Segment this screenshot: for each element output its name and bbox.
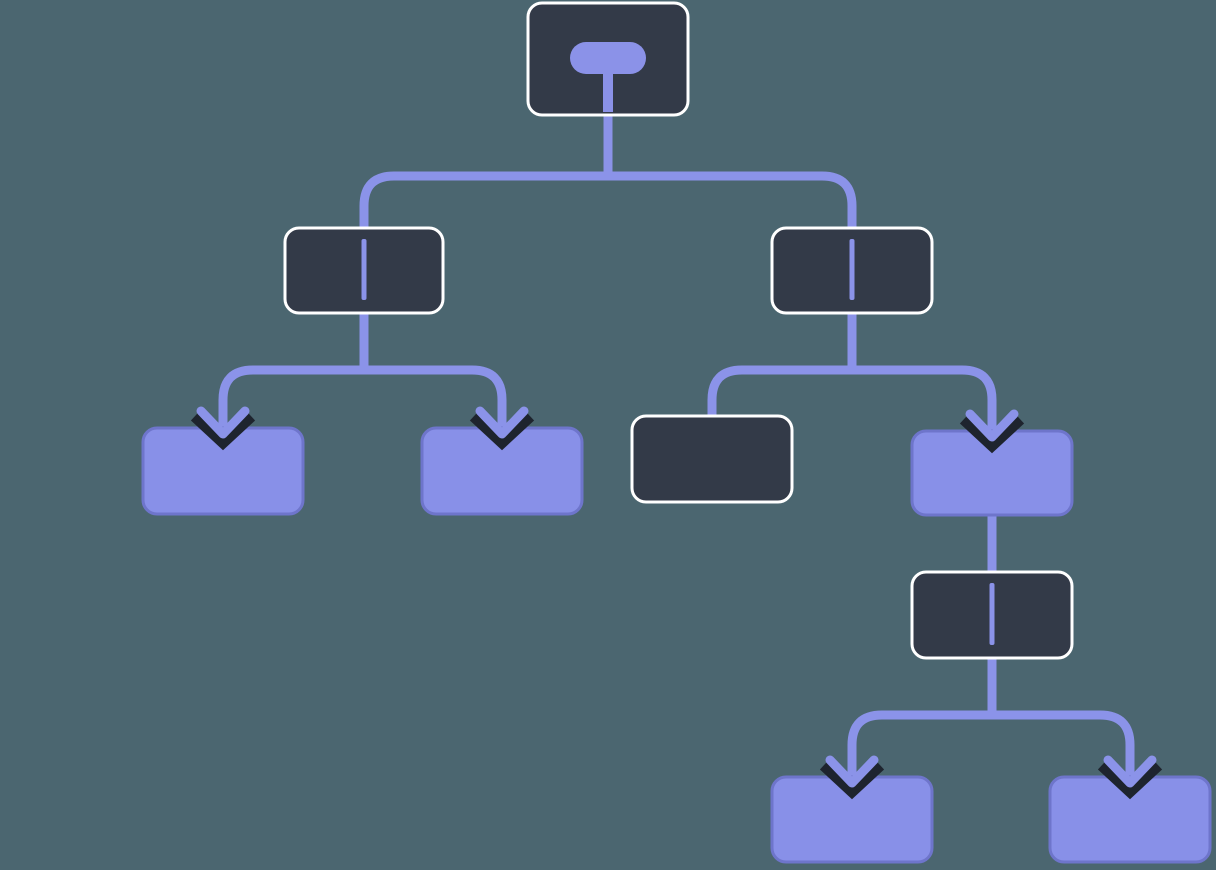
chevron-black-stroke [959, 412, 1025, 454]
chevron-down-arrow-icon [190, 406, 256, 451]
edge-root-to-branch-left [359, 171, 608, 236]
edges-layer [218, 107, 1135, 779]
chevron-black-stroke [819, 758, 885, 800]
edge-branch-bottom-to-leaf-4 [992, 710, 1135, 779]
chevron-down-arrow-icon [819, 755, 885, 800]
chevron-down-arrow-icon [959, 409, 1025, 454]
node-branch-right-inner-line [849, 239, 855, 300]
node-plain-dark[interactable] [630, 414, 794, 504]
arrows-layer [190, 406, 1163, 800]
chevron-purple-stroke [965, 409, 1019, 442]
chevron-purple-stroke [825, 755, 879, 788]
chevron-down-arrow-icon [469, 406, 535, 451]
edge-root-to-branch-right [608, 171, 857, 236]
edge-branch-left-to-leaf-1 [218, 365, 364, 430]
chevron-black-stroke [1097, 758, 1163, 800]
node-root-pill-stem [603, 58, 613, 112]
nodes-layer [141, 1, 1212, 864]
chevron-purple-stroke [1103, 755, 1157, 788]
node-branch-bottom-inner-line [989, 583, 995, 645]
edge-branch-right-to-plain-dark [707, 365, 852, 424]
edge-branch-right-to-mid-leaf [852, 365, 997, 433]
node-root-pill [570, 42, 646, 74]
edge-branch-bottom-to-leaf-3 [847, 710, 992, 779]
chevron-down-arrow-icon [1097, 755, 1163, 800]
chevron-black-stroke [469, 409, 535, 451]
chevron-black-stroke [190, 409, 256, 451]
node-branch-left-inner-line [361, 239, 367, 300]
chevron-purple-stroke [475, 406, 529, 439]
chevron-purple-stroke [196, 406, 250, 439]
edge-branch-left-to-leaf-2 [364, 365, 507, 430]
